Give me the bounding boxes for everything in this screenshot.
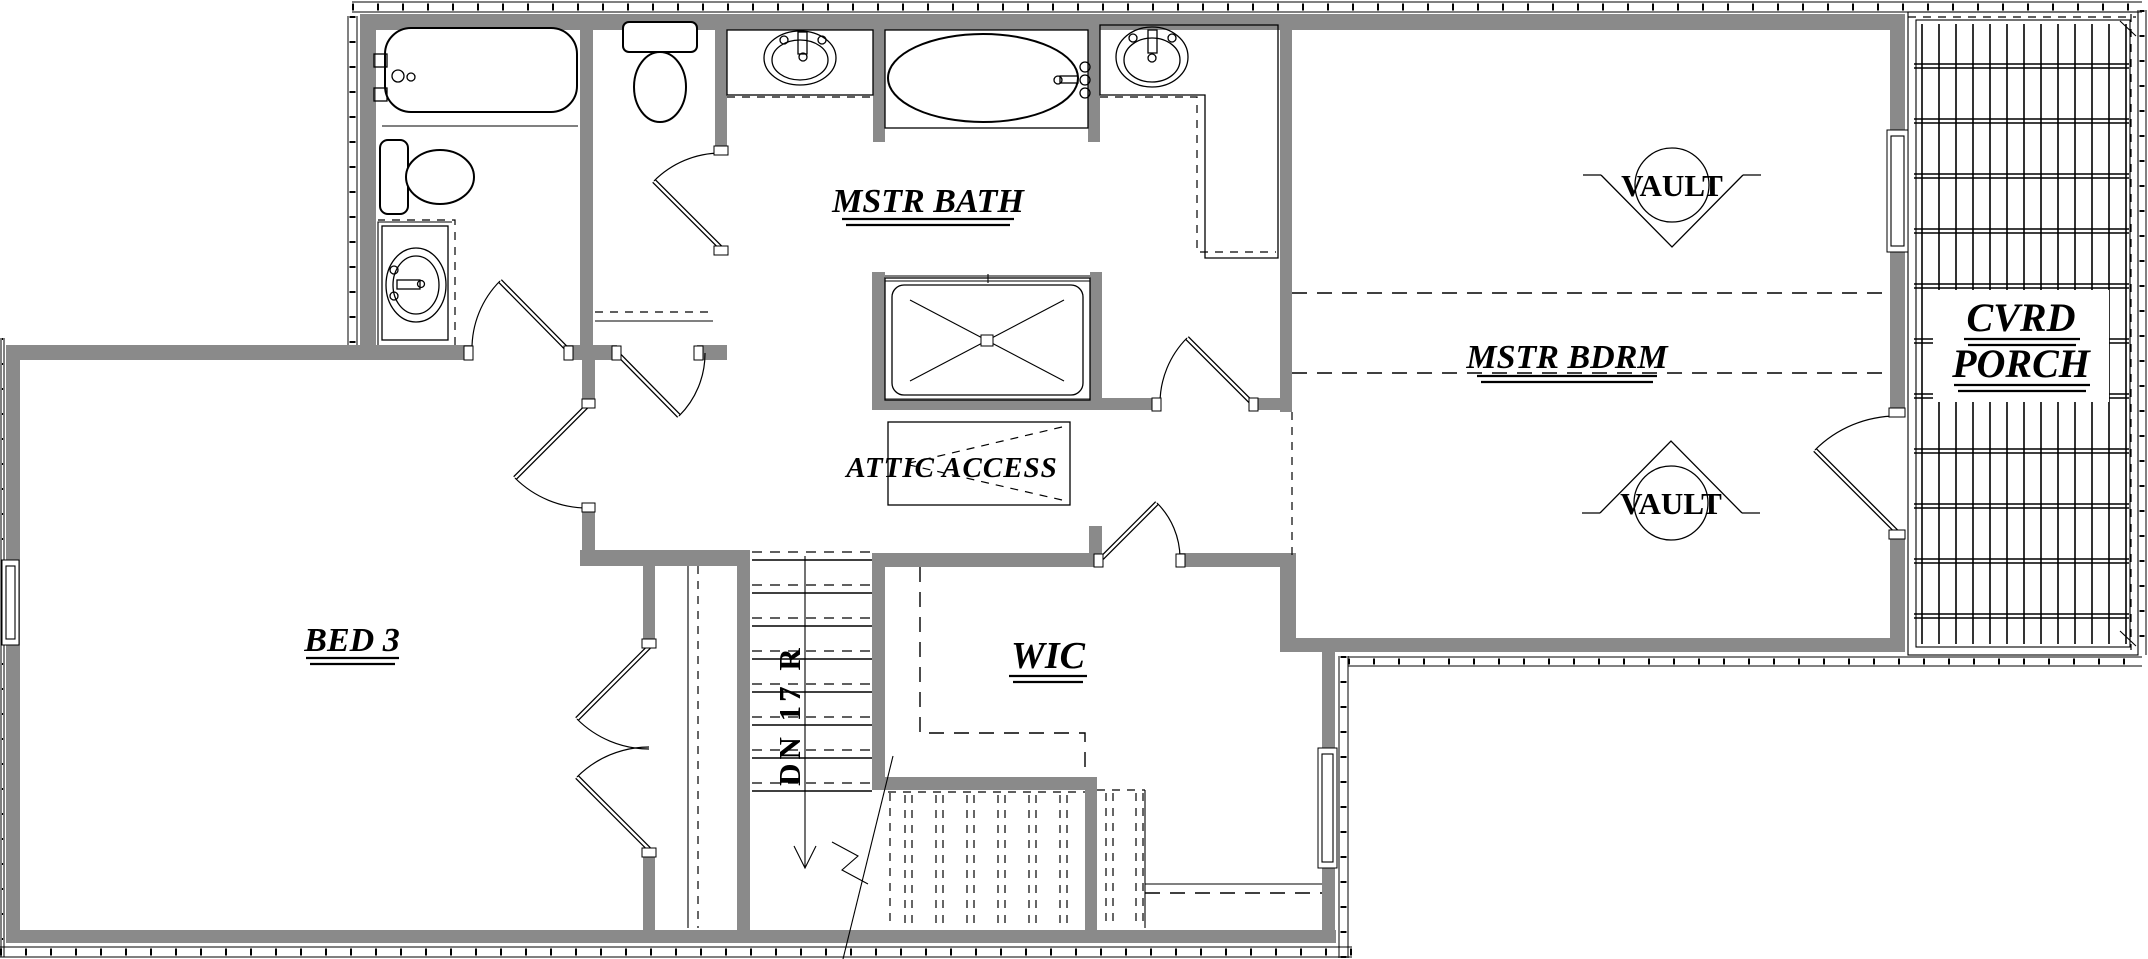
interior-walls bbox=[376, 14, 1296, 930]
wall-wic-door-stub bbox=[1089, 526, 1102, 553]
wall-mbr-east-c bbox=[1890, 532, 1905, 652]
mstr-bdrm-room: VAULT VAULT MSTR BDRM bbox=[1291, 147, 1890, 558]
wall-shower-west bbox=[872, 272, 885, 410]
cvrd-porch-label-line1: CVRD bbox=[1967, 295, 2076, 340]
attic-storage bbox=[888, 789, 1322, 928]
water-closet bbox=[595, 21, 713, 322]
toilet-icon bbox=[622, 21, 698, 123]
wic-room: WIC bbox=[919, 567, 1087, 777]
wall-tub-east bbox=[1088, 30, 1100, 142]
mstr-vanity-right bbox=[1099, 24, 1279, 259]
bed3-label: BED 3 bbox=[303, 622, 399, 659]
garden-tub bbox=[884, 29, 1091, 129]
vault-lower-label: VAULT bbox=[1620, 486, 1722, 521]
wall-bed3-closet-a bbox=[643, 566, 655, 645]
wall-attic-divider bbox=[1085, 790, 1097, 930]
wall-bed3-closet-b bbox=[643, 850, 655, 930]
wall-wic-east bbox=[1280, 553, 1296, 652]
section-cut-line bbox=[842, 755, 894, 959]
wall-wic-north-a bbox=[885, 553, 1102, 567]
wall-bed3-north bbox=[6, 345, 376, 360]
wall-wic-north-b bbox=[1180, 553, 1280, 567]
mstr-bdrm-label: MSTR BDRM bbox=[1465, 339, 1669, 376]
wall-wic-west bbox=[872, 553, 885, 790]
stair-down-arrow-icon bbox=[793, 845, 817, 870]
wall-wc-east bbox=[715, 30, 727, 153]
door-mbr-porch bbox=[1813, 407, 1906, 540]
window-bed3-west bbox=[1, 559, 20, 646]
wic-shelving-dashed bbox=[919, 567, 1086, 777]
wall-stair-west bbox=[737, 553, 750, 930]
covered-porch: CVRD PORCH bbox=[1907, 11, 2139, 656]
mstr-vanity-left bbox=[726, 29, 874, 98]
vault-symbol-lower: VAULT bbox=[1582, 440, 1760, 541]
wall-wic-south bbox=[872, 777, 1097, 790]
door-wic bbox=[1093, 501, 1186, 568]
tub-valve-icon bbox=[373, 53, 388, 68]
wall-east-lower-b bbox=[1322, 868, 1335, 943]
window-east-lower bbox=[1317, 747, 1338, 869]
wall-east-lower-a bbox=[1322, 652, 1335, 748]
bed3-room: BED 3 bbox=[303, 566, 699, 928]
stairs: DN 17 R bbox=[752, 551, 894, 959]
vault-upper-label: VAULT bbox=[1621, 168, 1723, 203]
door-mstr-bath bbox=[1151, 336, 1259, 412]
door-bath-hall bbox=[611, 345, 706, 418]
mstr-bath: MSTR BATH ATTIC ACCESS bbox=[726, 24, 1279, 506]
door-water-closet bbox=[652, 145, 729, 256]
wall-north bbox=[360, 14, 1905, 30]
attic-access-callout: ATTIC ACCESS bbox=[844, 421, 1071, 506]
window-mbr-east bbox=[1886, 129, 1909, 253]
wall-bath-mbr bbox=[1280, 14, 1292, 412]
vault-symbol-upper: VAULT bbox=[1583, 147, 1761, 248]
wall-bath-hall-a bbox=[872, 398, 1160, 410]
door-bed3 bbox=[513, 398, 596, 513]
shower bbox=[884, 274, 1091, 401]
bathtub-icon bbox=[384, 27, 578, 113]
tub-valve-icon bbox=[373, 87, 388, 102]
wall-tub-west bbox=[873, 30, 885, 142]
wall-bath-south-b bbox=[565, 345, 617, 360]
wall-west-upper bbox=[360, 14, 376, 360]
wall-hall-west-a bbox=[582, 360, 595, 405]
attic-hatch-lines bbox=[904, 793, 1144, 926]
stair-treads bbox=[752, 551, 872, 792]
toilet-icon bbox=[379, 139, 475, 215]
mstr-bath-label: MSTR BATH bbox=[831, 183, 1025, 220]
wall-hallbath-east bbox=[580, 30, 593, 360]
door-bed3-closet-bifold bbox=[575, 638, 657, 858]
wall-mbr-east-a bbox=[1890, 14, 1905, 130]
wall-bath-south-a bbox=[376, 345, 472, 360]
doors bbox=[463, 145, 1906, 858]
hall-vanity-sink bbox=[377, 219, 456, 345]
stair-break-icon bbox=[831, 841, 869, 885]
wall-south bbox=[6, 930, 1336, 943]
wall-mbr-east-b bbox=[1890, 252, 1905, 415]
cvrd-porch-label-line2: PORCH bbox=[1951, 341, 2092, 386]
wic-label: WIC bbox=[1011, 635, 1086, 677]
wall-hall-south bbox=[580, 550, 750, 566]
wall-mbr-south bbox=[1280, 638, 1905, 652]
attic-access-label: ATTIC ACCESS bbox=[844, 452, 1058, 484]
wall-bath-hall-b bbox=[1253, 398, 1292, 410]
wall-shower-east bbox=[1090, 272, 1102, 410]
hall-bathroom bbox=[373, 27, 578, 345]
door-hall-bath bbox=[463, 279, 574, 361]
stairs-down-label: DN 17 R bbox=[772, 644, 807, 786]
exterior-walls bbox=[6, 14, 1905, 943]
windows bbox=[1, 129, 1909, 869]
